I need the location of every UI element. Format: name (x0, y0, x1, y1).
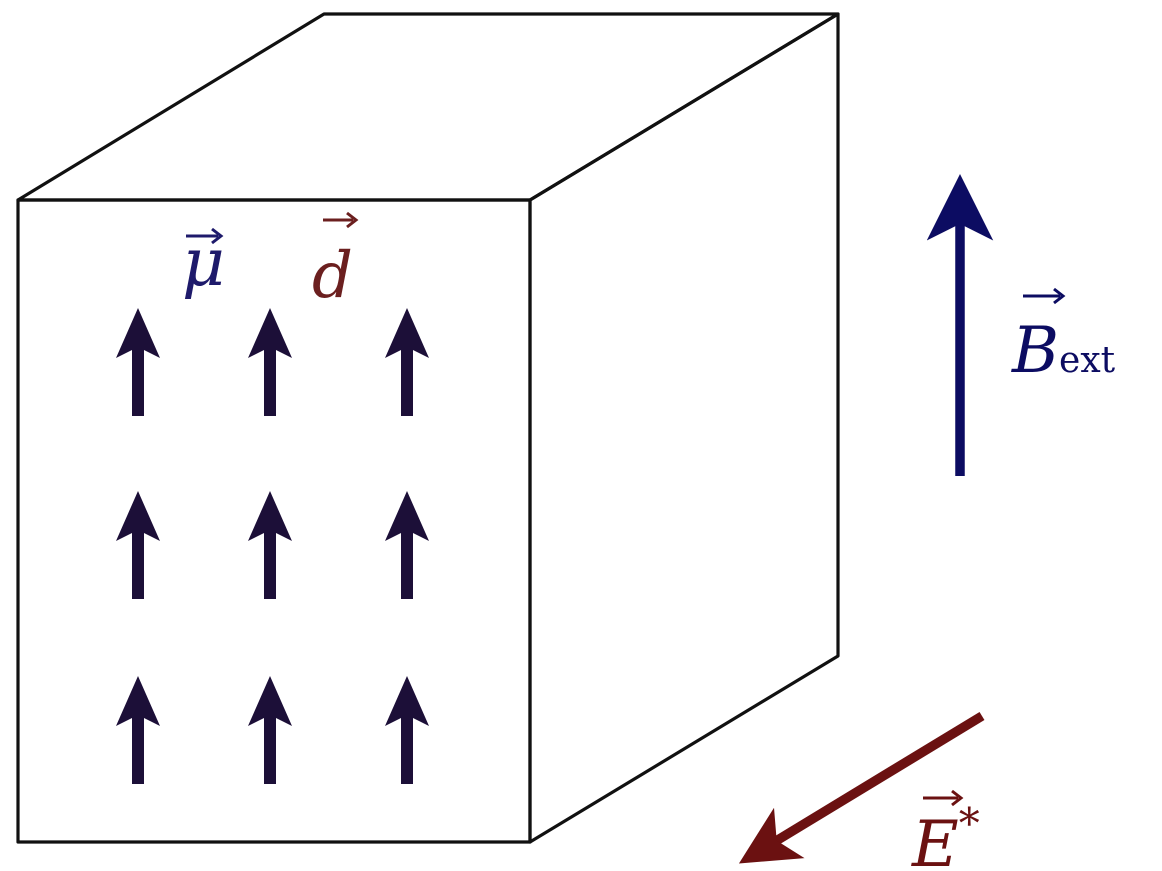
e-superscript: * (959, 799, 980, 848)
e-field-label: E* (911, 789, 980, 871)
cube (16, 12, 840, 844)
svg-text:E*: E* (911, 799, 980, 871)
svg-text:Bext: Bext (1011, 314, 1116, 388)
dipole-arrow-r2-c1 (116, 491, 160, 599)
dipole-arrow-r1-c2 (248, 308, 292, 416)
cube-side-face (528, 12, 840, 844)
e-field-shaft (738, 711, 985, 864)
mu-label: μ (182, 224, 225, 301)
b-vector-tip (1053, 287, 1066, 305)
dipole-arrow-r2-c3 (385, 491, 429, 599)
dipole-arrow-r1-c1 (116, 308, 160, 416)
d-symbol: d (312, 239, 353, 313)
mu-symbol: μ (182, 224, 225, 301)
dipole-arrow-r3-c2 (248, 676, 292, 784)
b-subscript: ext (1059, 340, 1116, 381)
d-label: d (312, 211, 359, 313)
dipole-arrow-r2-c2 (248, 491, 292, 599)
dipole-arrow-r1-c3 (385, 308, 429, 416)
cube-top-face (16, 12, 840, 202)
b-symbol: B (1011, 314, 1059, 388)
e-vector-tip (951, 789, 964, 807)
dipole-arrow-r3-c1 (116, 676, 160, 784)
dipole-arrow-r3-c3 (385, 676, 429, 784)
dipole-arrow-grid (116, 308, 429, 784)
d-vector-tip (346, 211, 359, 229)
b-field-label: Bext (1011, 287, 1116, 388)
e-field-arrow (738, 711, 985, 864)
e-symbol: E (911, 808, 959, 871)
mu-vector-tip (211, 227, 224, 245)
